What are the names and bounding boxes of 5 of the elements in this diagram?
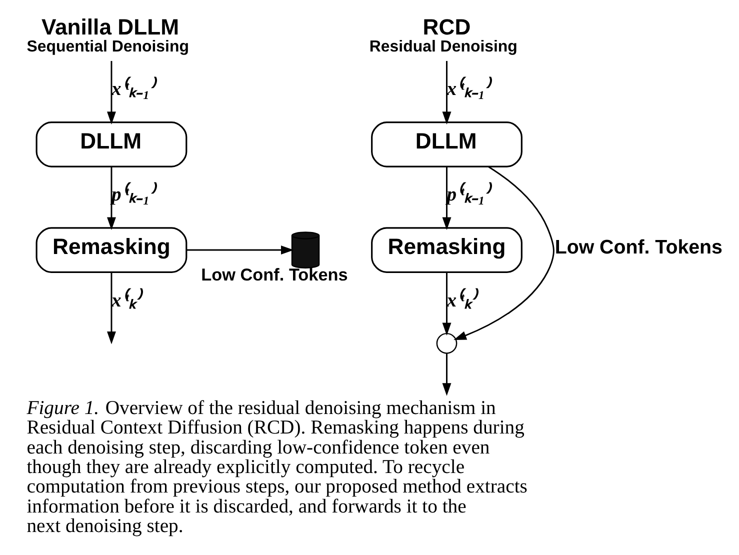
node-text: Vanilla DLLM Sequential Denoising xyxy=(26,14,188,56)
node-label: Low Conf. Tokens xyxy=(200,264,348,284)
caption: Figure 1. Overview of the residual denoising mechanism in Residual Context Diffusion (RCD). Remasking happens during each denoising step, discarding low-confidence token even though they are already explicitly computed. To recycle computation from previous steps, our proposed method extracts information before it is discarded, and forwards it to the next denoising step. xyxy=(26,397,527,537)
node-text: RCD Residual Denoising xyxy=(368,14,517,56)
edge-label: Low Conf. Tokens xyxy=(554,236,722,258)
